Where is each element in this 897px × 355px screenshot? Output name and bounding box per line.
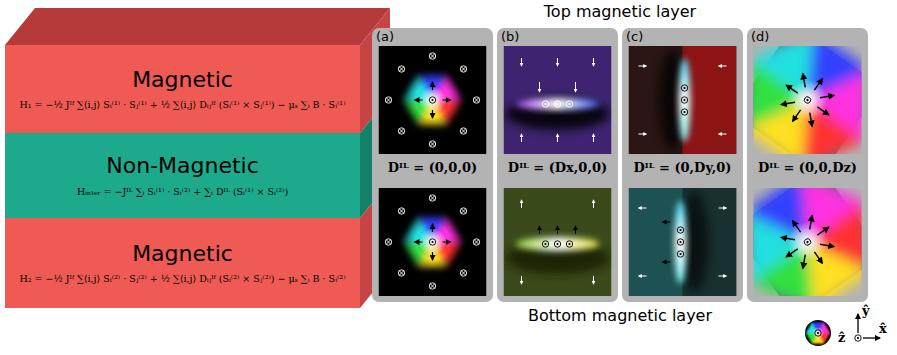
result-panel: (b) Dᴵᴸ = (Dx,0,0) (497, 28, 618, 302)
skyrmion-image (715, 152, 897, 332)
layer-name: Magnetic (132, 241, 233, 267)
result-panel: (c) Dᴵᴸ = (0,Dy,0) (622, 28, 743, 302)
hamiltonian-formula: H₂ = −½ Jᴵᶠ ∑⟨i,j⟩ Sᵢ⁽²⁾ · Sⱼ⁽²⁾ + ½ ∑⟨i… (19, 273, 345, 285)
coupling-vector: Dᴵᴸ = (Dx,0,0) (508, 160, 607, 175)
magnetic-layer: Magnetic H₁ = −½ Jᴵᶠ ∑⟨i,j⟩ Sᵢ⁽¹⁾ · Sⱼ⁽¹⁾… (5, 45, 360, 133)
skyrmion-image (379, 188, 487, 296)
panel-letter: (d) (751, 29, 769, 44)
hamiltonian-formula: H₁ = −½ Jᴵᶠ ∑⟨i,j⟩ Sᵢ⁽¹⁾ · Sⱼ⁽¹⁾ + ½ ∑⟨i… (19, 99, 345, 111)
coupling-vector: Dᴵᴸ = (0,0,Dz) (758, 160, 857, 175)
spacer-layer: Non-MagneticHᵢₙₜₑᵣ = −Jᴵᴸ ∑ᵢ Sᵢ⁽¹⁾ · Sᵢ⁽… (5, 133, 360, 218)
axis-label: ẑ (838, 330, 852, 345)
layer-name: Magnetic (132, 67, 233, 93)
axis-label: ŷ (862, 303, 876, 318)
result-panel: (a) Dᴵᴸ = (0,0,0) (372, 28, 493, 302)
panel-letter: (b) (501, 29, 519, 44)
layer-title: Bottom magnetic layer (372, 306, 868, 325)
axis-icon (805, 314, 880, 346)
skyrmion-image (629, 46, 737, 154)
skyrmion-image (504, 46, 612, 154)
result-panel: (d) Dᴵᴸ = (0,0,Dz) (747, 28, 868, 302)
skyrmion-image (379, 46, 487, 154)
skyrmion-image (715, 10, 897, 190)
coupling-vector: Dᴵᴸ = (0,0,0) (388, 160, 477, 175)
coupling-vector: Dᴵᴸ = (0,Dy,0) (634, 160, 732, 175)
skyrmion-image (629, 188, 737, 296)
panel-letter: (a) (376, 29, 394, 44)
axis-label: x̂ (879, 321, 893, 336)
layer-name: Non-Magnetic (106, 153, 259, 179)
panel-letter: (c) (626, 29, 643, 44)
layer-title: Top magnetic layer (372, 2, 868, 21)
hamiltonian-formula: Hᵢₙₜₑᵣ = −Jᴵᴸ ∑ᵢ Sᵢ⁽¹⁾ · Sᵢ⁽²⁾ + ∑ᵢ Dᴵᴸ … (77, 186, 288, 198)
magnetic-layer: Magnetic H₂ = −½ Jᴵᶠ ∑⟨i,j⟩ Sᵢ⁽²⁾ · Sⱼ⁽²⁾… (5, 218, 360, 308)
layer-stack (5, 8, 390, 308)
skyrmion-image (504, 188, 612, 296)
